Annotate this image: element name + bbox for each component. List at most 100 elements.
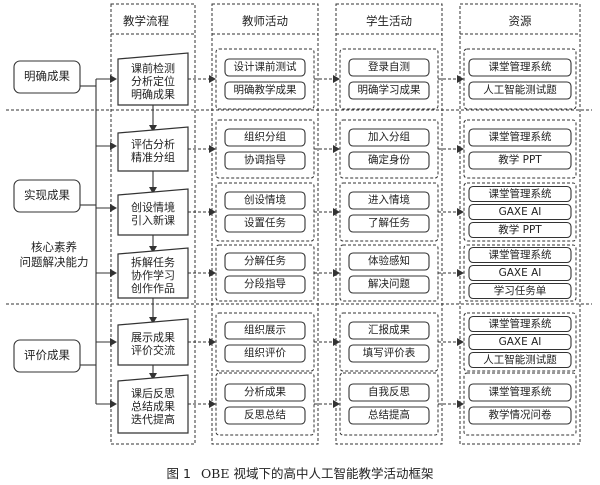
resources-item-label: 课堂管理系统 — [488, 131, 552, 143]
flow-to-teacher-arrow — [209, 338, 216, 346]
resources-item-label: 教学情况问卷 — [488, 409, 552, 421]
resources-item-label: GAXE AI — [498, 266, 542, 279]
resources-item-label: 课堂管理系统 — [488, 317, 552, 330]
resources-item-label: 人工智能测试题 — [483, 84, 557, 96]
teacher-item-box — [224, 321, 306, 340]
flow-step-label: 迭代提高 — [131, 412, 175, 426]
caption-figure-number: 图 1 — [166, 466, 191, 481]
resources-row-card — [463, 48, 577, 110]
resources-item-label: 教学 PPT — [498, 154, 542, 166]
resources-row-card — [463, 182, 577, 242]
student-item-label: 填写评价表 — [362, 347, 416, 359]
teacher-to-student-arrow — [333, 400, 340, 408]
teacher-item-label: 分析成果 — [244, 386, 286, 398]
core-competency-line2: 问题解决能力 — [19, 255, 89, 269]
student-item-box — [348, 81, 430, 100]
resources-item-label: 人工智能测试题 — [483, 353, 557, 366]
teacher-item-label: 组织展示 — [244, 324, 286, 336]
flow-step-label: 分析定位 — [131, 74, 175, 88]
student-item-label: 体验感知 — [368, 255, 410, 267]
column-header-teacher: 教师活动 — [242, 14, 288, 28]
flow-step-label: 引入新课 — [131, 214, 175, 227]
flow-step-label: 明确成果 — [131, 87, 175, 101]
flow-step-box — [117, 52, 189, 106]
column-header-student: 学生活动 — [366, 14, 412, 28]
student-to-resource-arrow — [457, 400, 464, 408]
flow-step-label: 精准分组 — [131, 151, 175, 164]
teacher-row-card — [215, 372, 315, 436]
student-to-resource-arrow — [457, 75, 464, 83]
flow-step-box — [117, 126, 189, 172]
flow-step-label: 课后反思 — [131, 386, 175, 400]
student-item-box — [348, 191, 430, 210]
teacher-item-label: 设置任务 — [244, 217, 286, 229]
student-item-label: 自我反思 — [368, 386, 410, 398]
student-item-box — [348, 383, 430, 402]
phase-box-clear — [13, 60, 81, 94]
flow-step-box — [117, 318, 189, 366]
teacher-item-box — [224, 214, 306, 233]
student-row-card — [339, 372, 439, 436]
phase-label-achieve: 实现成果 — [24, 188, 70, 202]
student-item-label: 解决问题 — [368, 278, 410, 290]
flow-step-label: 评价交流 — [131, 344, 175, 357]
column-header-flow: 教学流程 — [123, 14, 169, 28]
resources-item-box — [468, 203, 572, 221]
flow-step-label: 总结成果 — [131, 399, 175, 413]
figure-caption: 图 1 OBE 视域下的高中人工智能教学活动框架 — [0, 463, 600, 482]
teacher-item-box — [224, 191, 306, 210]
bracket-arrow-head — [110, 75, 117, 83]
teacher-item-label: 设计课前测试 — [233, 61, 297, 73]
resources-item-label: 课堂管理系统 — [488, 248, 552, 261]
resources-item-box — [468, 246, 572, 264]
teacher-to-student-arrow — [333, 338, 340, 346]
student-item-box — [348, 321, 430, 340]
resources-row-card — [463, 372, 577, 436]
student-to-resource-arrow — [457, 269, 464, 277]
resources-row-card — [463, 312, 577, 372]
bracket-arrow-head — [110, 400, 117, 408]
resources-item-box — [468, 58, 572, 77]
column-header-resources: 资源 — [508, 14, 532, 28]
teacher-item-box — [224, 151, 306, 170]
teacher-item-box — [224, 58, 306, 77]
column-frame-student — [335, 3, 443, 445]
flow-arrow-head — [149, 373, 157, 380]
flow-to-teacher-arrow — [209, 269, 216, 277]
teacher-item-box — [224, 344, 306, 363]
flow-step-label: 创设情境 — [131, 201, 175, 214]
teacher-item-box — [224, 128, 306, 147]
resources-item-box — [468, 151, 572, 170]
teacher-item-label: 创设情境 — [244, 194, 286, 206]
resources-item-box — [468, 128, 572, 147]
student-item-label: 汇报成果 — [368, 324, 410, 336]
student-item-label: 总结提高 — [368, 409, 410, 421]
flow-to-teacher-arrow — [209, 145, 216, 153]
column-frame-flow — [110, 3, 196, 445]
flow-arrow-head — [149, 125, 157, 132]
bracket-arrow-head — [110, 142, 117, 150]
resources-item-label: GAXE AI — [498, 335, 542, 348]
teacher-item-label: 分解任务 — [244, 255, 286, 267]
resources-item-box — [468, 81, 572, 100]
student-item-box — [348, 58, 430, 77]
flow-step-label: 创作作品 — [131, 281, 175, 295]
flow-step-label: 评估分析 — [131, 138, 175, 151]
flow-to-teacher-arrow — [209, 400, 216, 408]
student-item-box — [348, 214, 430, 233]
flow-arrow-head — [149, 246, 157, 253]
resources-item-box — [468, 282, 572, 300]
resources-item-box — [468, 351, 572, 369]
phase-label-clear: 明确成果 — [24, 69, 70, 83]
resources-item-box — [468, 264, 572, 282]
student-item-label: 明确学习成果 — [357, 84, 421, 96]
student-item-box — [348, 344, 430, 363]
resources-item-box — [468, 221, 572, 239]
caption-title: OBE 视域下的高中人工智能教学活动框架 — [200, 466, 434, 481]
teacher-item-label: 分段指导 — [244, 278, 286, 290]
phase-box-achieve — [13, 179, 81, 213]
core-competency-line1: 核心素养 — [31, 240, 77, 254]
resources-item-box — [468, 383, 572, 402]
